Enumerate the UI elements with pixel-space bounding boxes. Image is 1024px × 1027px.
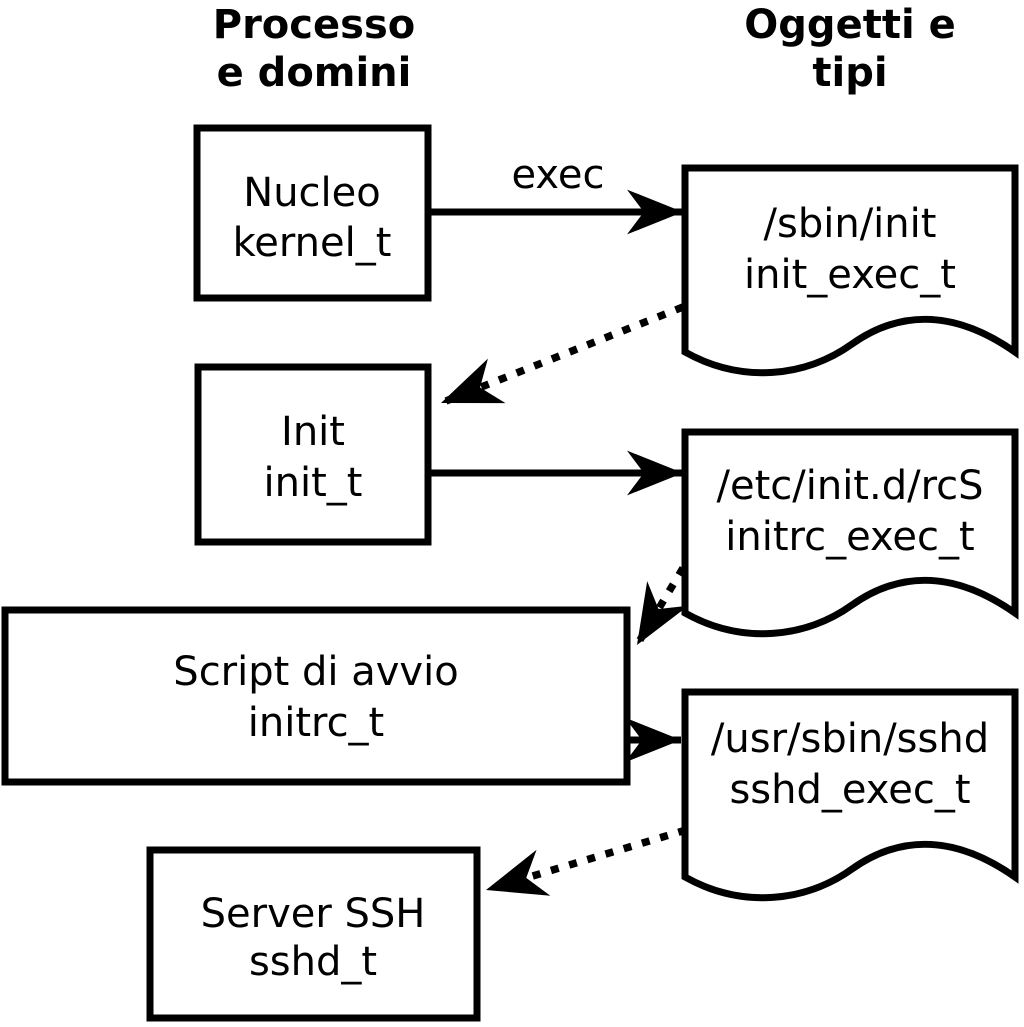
process-init-name: Init: [281, 409, 345, 455]
column-header-processes: Processo e domini: [213, 2, 415, 96]
object-initrc-exec-type: initrc_exec_t: [725, 514, 974, 560]
process-initrc-name: Script di avvio: [173, 649, 458, 695]
object-init-exec-path: /sbin/init: [764, 201, 937, 247]
header-objects-line2: tipi: [812, 50, 887, 96]
process-kernel-domain: kernel_t: [233, 220, 392, 266]
object-sshd-exec-path: /usr/sbin/sshd: [711, 716, 989, 762]
exec-edge-label: exec: [512, 152, 605, 198]
process-node-sshd: Server SSH sshd_t: [146, 846, 481, 1022]
object-node-initrc-exec: /etc/init.d/rcS initrc_exec_t: [681, 428, 1019, 638]
document-shape-sshd-exec: [681, 688, 1019, 902]
object-node-init-exec: /sbin/init init_exec_t: [681, 164, 1019, 377]
process-initrc-domain: initrc_t: [248, 700, 385, 746]
process-sshd-name: Server SSH: [201, 891, 426, 937]
document-shape-initrc-exec: [681, 428, 1019, 638]
process-node-init: Init init_t: [194, 363, 432, 546]
document-shape-init-exec: [681, 164, 1019, 377]
process-kernel-name: Nucleo: [243, 170, 380, 216]
object-initrc-exec-path: /etc/init.d/rcS: [716, 463, 983, 509]
process-sshd-domain: sshd_t: [249, 939, 377, 985]
dotted-arrow-initrc-exec-to-initrc: [633, 566, 689, 647]
process-node-initrc: Script di avvio initrc_t: [1, 606, 631, 786]
dotted-arrow-init-exec-to-init: [439, 303, 685, 407]
object-sshd-exec-type: sshd_exec_t: [729, 767, 970, 813]
header-processes-line2: e domini: [217, 50, 412, 96]
column-header-objects: Oggetti e tipi: [744, 2, 955, 96]
dotted-arrow-sshd-exec-to-sshd: [484, 826, 688, 896]
process-box-sshd: [146, 846, 481, 1022]
edge-kernel-to-init-exec: exec: [428, 152, 683, 235]
process-box-kernel: [193, 124, 432, 302]
process-init-domain: init_t: [264, 460, 363, 506]
header-objects-line1: Oggetti e: [744, 2, 955, 48]
process-box-initrc: [1, 606, 631, 786]
object-init-exec-type: init_exec_t: [744, 252, 956, 298]
object-node-sshd-exec: /usr/sbin/sshd sshd_exec_t: [681, 688, 1019, 902]
process-node-kernel: Nucleo kernel_t: [193, 124, 432, 302]
header-processes-line1: Processo: [213, 2, 415, 48]
process-box-init: [194, 363, 432, 546]
